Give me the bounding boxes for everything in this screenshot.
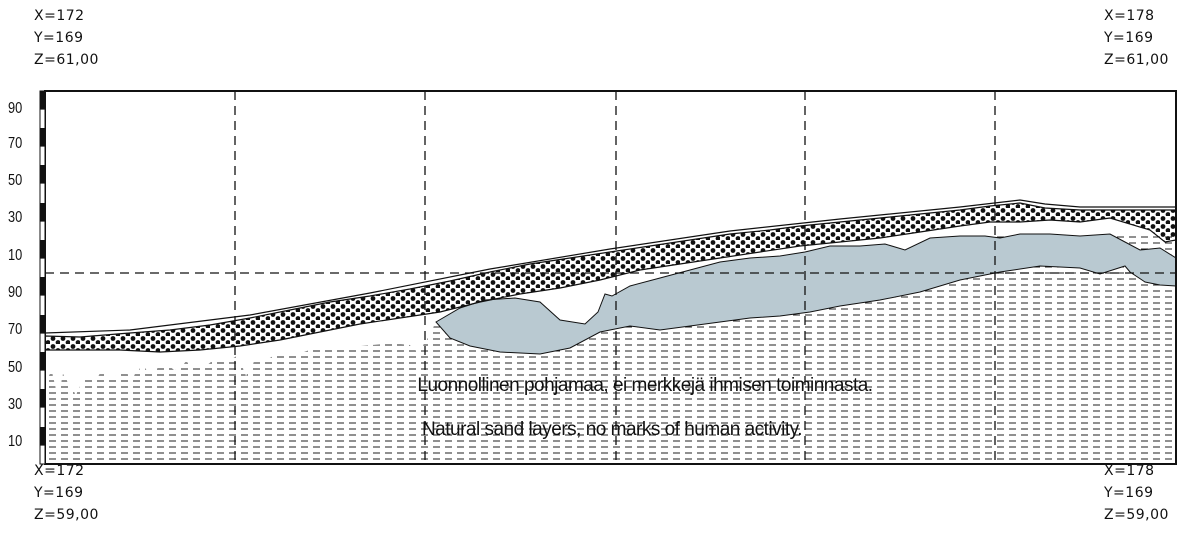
scale-label: 50 — [8, 172, 23, 189]
z-elevation: Z=59,00 — [34, 507, 99, 523]
grey-clay-layer — [435, 233, 1176, 355]
scale-bar — [39, 90, 46, 465]
scale-label: 70 — [8, 135, 23, 152]
coordinate-label-top-left: X=172 Y=169 Z=61,00 — [34, 5, 99, 71]
coordinate-label-bottom-left: X=172 Y=169 Z=59,00 — [34, 460, 99, 526]
gravel-layer — [45, 202, 1176, 353]
scale-label: 10 — [8, 247, 23, 264]
z-elevation: Z=59,00 — [1104, 507, 1169, 523]
caption-english: Natural sand layers, no marks of human a… — [422, 419, 802, 440]
scale-label: 10 — [8, 433, 23, 450]
y-coordinate: Y=169 — [1104, 485, 1154, 501]
x-coordinate: X=178 — [1104, 463, 1155, 479]
y-coordinate: Y=169 — [34, 485, 84, 501]
scale-label: 90 — [8, 284, 23, 301]
z-elevation: Z=61,00 — [34, 52, 99, 68]
scale-label: 70 — [8, 321, 23, 338]
vertical-scale: 90 70 50 30 10 90 70 50 30 10 — [8, 91, 48, 464]
x-coordinate: X=172 — [34, 8, 85, 24]
coordinate-label-bottom-right: X=178 Y=169 Z=59,00 — [1104, 460, 1169, 526]
scale-label: 90 — [8, 100, 23, 117]
scale-label: 30 — [8, 396, 23, 413]
z-elevation: Z=61,00 — [1104, 52, 1169, 68]
x-coordinate: X=172 — [34, 463, 85, 479]
grid-lines — [234, 91, 996, 464]
scale-label: 30 — [8, 209, 23, 226]
surface-line — [45, 199, 1176, 334]
caption-finnish: Luonnollinen pohjamaa, ei merkkejä ihmis… — [417, 375, 872, 396]
coordinate-label-top-right: X=178 Y=169 Z=61,00 — [1104, 5, 1169, 71]
scale-label: 50 — [8, 359, 23, 376]
x-coordinate: X=178 — [1104, 8, 1155, 24]
y-coordinate: Y=169 — [34, 30, 84, 46]
y-coordinate: Y=169 — [1104, 30, 1154, 46]
